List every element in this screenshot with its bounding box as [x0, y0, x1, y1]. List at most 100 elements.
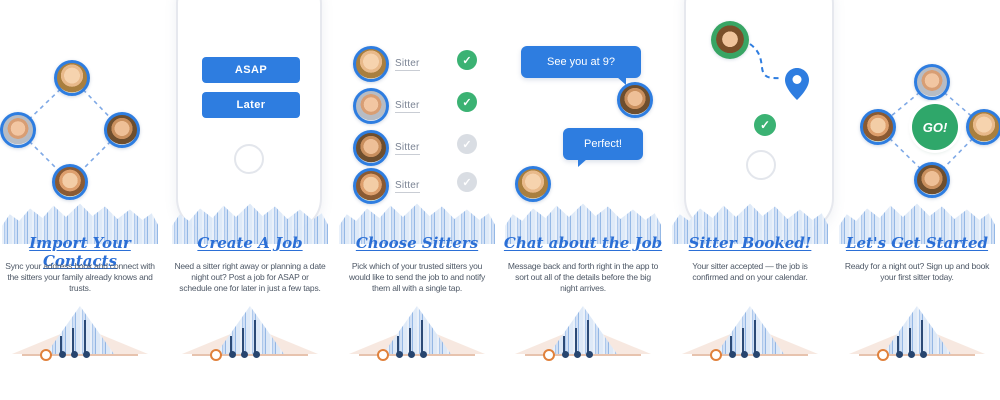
- sitter-list-illustration: Sitter Sitter Sitter Sitter: [337, 0, 497, 235]
- stem-mark: [230, 336, 232, 355]
- stem-mark: [242, 328, 244, 355]
- stem-mark: [575, 328, 577, 355]
- later-button[interactable]: Later: [202, 92, 300, 118]
- decoration-baseline: [525, 354, 641, 356]
- sitter-avatar-green: [711, 21, 749, 59]
- stem-mark: [254, 320, 256, 355]
- stem-mark: [730, 336, 732, 355]
- decoration-baseline: [359, 354, 475, 356]
- booked-illustration: [670, 0, 834, 235]
- step-title: Import Your Contacts: [29, 234, 131, 270]
- step-description: Pick which of your trusted sitters you w…: [348, 261, 486, 294]
- navy-dot: [562, 351, 569, 358]
- step-get-started: GO! Let's Get Started Ready for a night …: [837, 0, 1000, 400]
- avatar: [860, 109, 896, 145]
- avatar: [966, 109, 1000, 145]
- avatar: [353, 168, 389, 204]
- stem-mark: [742, 328, 744, 355]
- check-icon[interactable]: [457, 172, 477, 192]
- step-description: Your sitter accepted — the job is confir…: [692, 261, 808, 283]
- orange-dot: [877, 349, 889, 361]
- navy-dot: [59, 351, 66, 358]
- avatar: [104, 112, 140, 148]
- avatar: [914, 64, 950, 100]
- avatar: [914, 162, 950, 198]
- step-title: Sitter Booked!: [688, 234, 812, 252]
- chat-bubble-left: See you at 9?: [521, 46, 641, 85]
- step-footer-decoration: [837, 306, 997, 370]
- avatar: [0, 112, 36, 148]
- home-button: [746, 150, 776, 180]
- check-icon[interactable]: [457, 92, 477, 112]
- step-title: Chat about the Job: [503, 234, 663, 252]
- navy-dot: [241, 351, 248, 358]
- navy-dot: [753, 351, 760, 358]
- stem-mark: [421, 320, 423, 355]
- navy-dot: [229, 351, 236, 358]
- get-started-illustration: GO!: [837, 0, 1000, 235]
- avatar: [52, 164, 88, 200]
- navy-dot: [574, 351, 581, 358]
- chat-bubble-right: Perfect!: [563, 128, 643, 167]
- orange-dot: [543, 349, 555, 361]
- step-footer-decoration: [337, 306, 497, 370]
- step-description: Sync your address book and connect with …: [5, 261, 155, 294]
- avatar: [515, 166, 551, 202]
- navy-dot: [586, 351, 593, 358]
- decoration-baseline: [22, 354, 138, 356]
- avatar: [353, 46, 389, 82]
- asap-button[interactable]: ASAP: [202, 57, 300, 83]
- avatar: [54, 60, 90, 96]
- step-description: Need a sitter right away or planning a d…: [174, 261, 326, 294]
- phone-mockup: [684, 0, 834, 232]
- go-button[interactable]: GO!: [912, 104, 958, 150]
- navy-dot: [408, 351, 415, 358]
- stem-mark: [397, 336, 399, 355]
- orange-dot: [710, 349, 722, 361]
- stem-mark: [72, 328, 74, 355]
- navy-dot: [83, 351, 90, 358]
- sitter-name-label: Sitter: [395, 100, 420, 113]
- stem-mark: [909, 328, 911, 355]
- step-footer-decoration: [670, 306, 830, 370]
- contacts-network-illustration: [0, 0, 160, 235]
- map-pin-icon: [785, 68, 809, 100]
- navy-dot: [420, 351, 427, 358]
- navy-dot: [729, 351, 736, 358]
- chat-illustration: See you at 9? Perfect!: [503, 0, 663, 235]
- step-footer-decoration: [0, 306, 160, 370]
- check-icon[interactable]: [457, 134, 477, 154]
- stem-mark: [587, 320, 589, 355]
- step-footer-decoration: [503, 306, 663, 370]
- navy-dot: [71, 351, 78, 358]
- step-chat: See you at 9? Perfect! Chat about the Jo…: [503, 0, 663, 400]
- stem-mark: [563, 336, 565, 355]
- step-create-job: ASAP Later Create A Job Need a sitter ri…: [170, 0, 330, 400]
- check-icon[interactable]: [457, 50, 477, 70]
- sitter-name-label: Sitter: [395, 58, 420, 71]
- sitter-name-label: Sitter: [395, 142, 420, 155]
- step-description: Message back and forth right in the app …: [507, 261, 659, 294]
- avatar: [353, 88, 389, 124]
- step-sitter-booked: Sitter Booked! Your sitter accepted — th…: [670, 0, 834, 400]
- dashed-connections-icon: [877, 81, 985, 181]
- step-description: Ready for a night out? Sign up and book …: [844, 261, 990, 283]
- stem-mark: [84, 320, 86, 355]
- orange-dot: [40, 349, 52, 361]
- orange-dot: [377, 349, 389, 361]
- orange-dot: [210, 349, 222, 361]
- stem-mark: [754, 320, 756, 355]
- navy-dot: [896, 351, 903, 358]
- create-job-illustration: ASAP Later: [170, 0, 330, 235]
- step-title: Let's Get Started: [845, 234, 989, 252]
- step-import-contacts: Import Your Contacts Sync your address b…: [0, 0, 160, 400]
- avatar: [353, 130, 389, 166]
- step-choose-sitters: Sitter Sitter Sitter Sitter Choose Sitte…: [337, 0, 497, 400]
- navy-dot: [396, 351, 403, 358]
- stem-mark: [60, 336, 62, 355]
- stem-mark: [921, 320, 923, 355]
- step-title: Choose Sitters: [355, 234, 479, 252]
- decoration-baseline: [692, 354, 808, 356]
- stem-mark: [897, 336, 899, 355]
